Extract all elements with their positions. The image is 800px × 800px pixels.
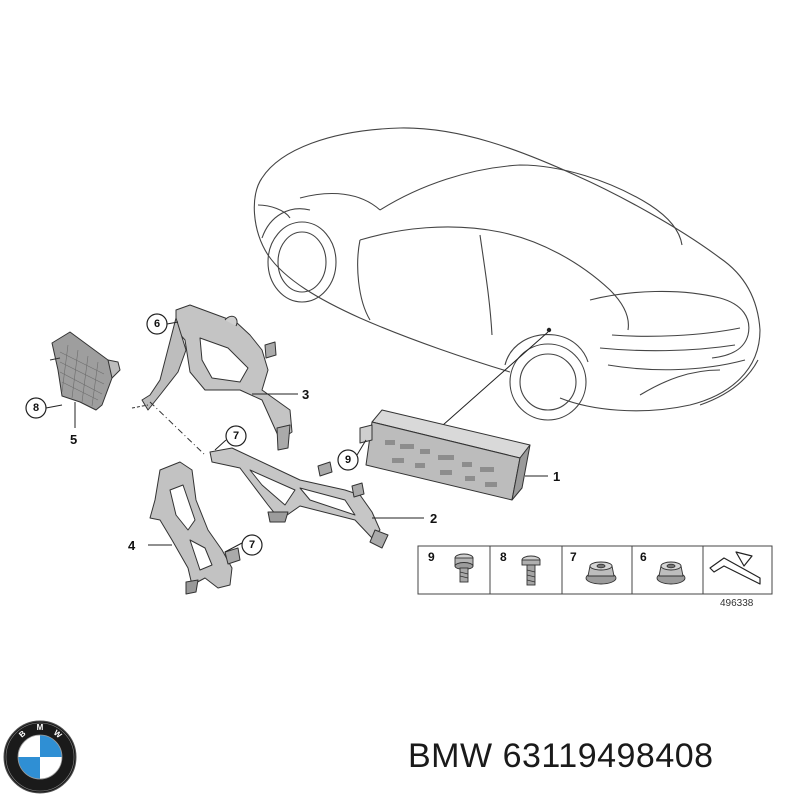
fastener-legend: 9 8 7 6	[417, 545, 773, 595]
legend-cell-7-number: 7	[570, 550, 577, 564]
legend-cell-6-number: 6	[640, 550, 647, 564]
location-dot	[546, 327, 552, 333]
part-number: 63119498408	[502, 737, 714, 775]
label-part-3: 3	[302, 387, 309, 402]
bent-arrow-icon	[709, 551, 761, 585]
svg-text:9: 9	[345, 454, 351, 466]
label-part-5: 5	[70, 432, 77, 447]
callout-9: 9	[337, 449, 359, 471]
bolt-9-icon	[454, 553, 474, 583]
callout-7-lower: 7	[241, 534, 263, 556]
bracket-2-part	[209, 447, 389, 549]
bmw-logo: B M W	[3, 720, 77, 794]
nut-7-icon	[585, 561, 617, 585]
bracket-3-part	[141, 304, 293, 451]
legend-cell-8-number: 8	[500, 550, 507, 564]
svg-text:7: 7	[233, 430, 239, 442]
screw-8-icon	[521, 555, 541, 586]
label-part-4: 4	[128, 538, 136, 553]
nut-6-icon	[656, 561, 686, 585]
car-outline	[253, 127, 761, 421]
label-part-1: 1	[553, 469, 560, 484]
brand-name: BMW	[408, 737, 493, 775]
svg-text:W: W	[52, 728, 64, 740]
leader-lines	[45, 321, 548, 553]
callout-6: 6	[146, 313, 168, 335]
svg-text:7: 7	[249, 539, 255, 551]
svg-text:6: 6	[154, 318, 160, 330]
location-leader	[442, 331, 549, 426]
bracket-4-part	[149, 461, 241, 595]
svg-text:8: 8	[33, 402, 39, 414]
dash-stub	[131, 404, 149, 409]
control-module-part	[359, 409, 531, 501]
grille-bracket-5-part	[49, 331, 121, 411]
diagram-id: 496338	[720, 598, 754, 609]
svg-text:M: M	[37, 723, 44, 732]
svg-text:B: B	[17, 729, 27, 740]
dashed-connector	[149, 401, 206, 456]
callout-8: 8	[25, 397, 47, 419]
callout-7-upper: 7	[225, 425, 247, 447]
label-part-2: 2	[430, 511, 437, 526]
legend-cell-9-number: 9	[428, 550, 435, 564]
